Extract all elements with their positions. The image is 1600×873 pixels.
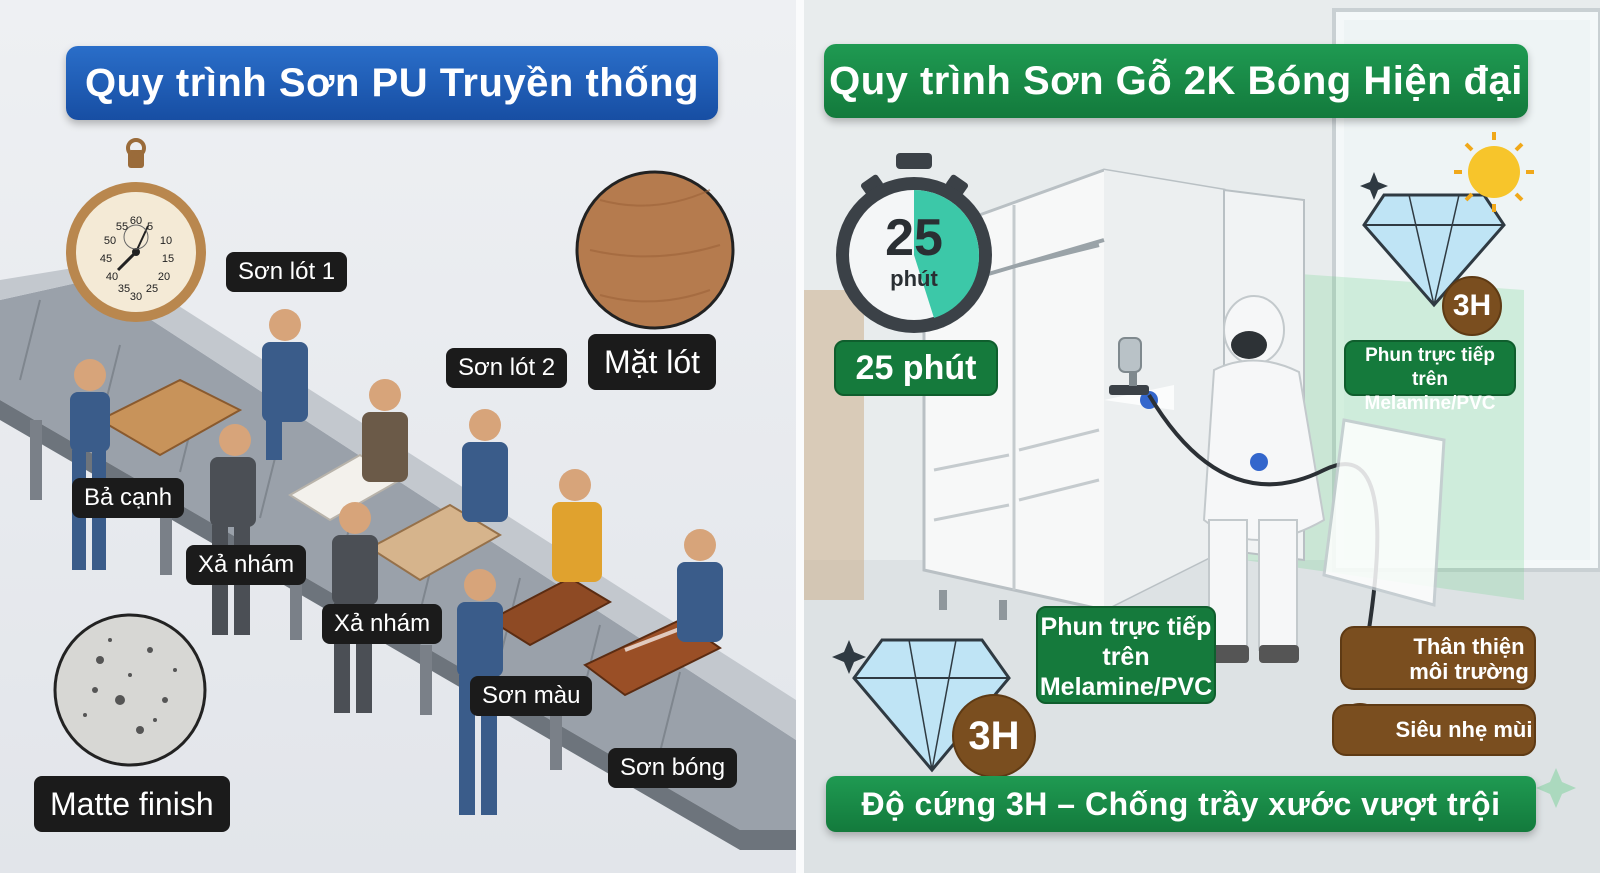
wood-sample-icon <box>575 170 735 330</box>
eco-friendly-badge[interactable]: Thân thiện môi trường <box>1340 626 1536 690</box>
worker-5 <box>462 409 508 522</box>
stopwatch-number: 25 <box>146 283 158 295</box>
label-sanding-2: Xả nhám <box>322 604 443 644</box>
traditional-title-banner: Quy trình Sơn PU Truyền thống <box>66 46 718 120</box>
low-odor-badge[interactable]: Siêu nhẹ mùi <box>1332 704 1536 756</box>
hardness-badge-large: 3H <box>952 694 1036 778</box>
stopwatch-number: 45 <box>100 253 112 265</box>
diamond-icon-large <box>852 638 1011 773</box>
timer-value: 25 <box>885 209 943 267</box>
hardness-badge-small: 3H <box>1442 276 1502 336</box>
glass-panel <box>1322 418 1446 607</box>
stopwatch-number: 55 <box>116 221 128 233</box>
worker-7 <box>552 469 602 582</box>
wood-board-colored <box>487 576 613 647</box>
stopwatch-number: 5 <box>147 221 153 233</box>
modern-title-banner: Quy trình Sơn Gỗ 2K Bóng Hiện đại <box>824 44 1528 118</box>
hardness-banner: Độ cứng 3H – Chống trầy xước vượt trội <box>826 776 1536 832</box>
sparkle-icon-corner <box>1536 768 1576 808</box>
label-primer-2: Sơn lót 2 <box>446 348 568 388</box>
matte-swatch-icon <box>53 613 207 767</box>
panel-divider <box>796 0 804 873</box>
label-primer-1: Sơn lót 1 <box>226 252 348 292</box>
worker-9 <box>677 529 723 642</box>
stopwatch-number: 30 <box>130 291 142 303</box>
spray-note-top: Phun trực tiếp trên Melamine/PVC <box>1344 340 1516 414</box>
label-primer-face: Mặt lót <box>588 334 717 390</box>
diamond-icon <box>1362 193 1506 308</box>
timer-label: 25 phút <box>834 340 998 396</box>
wood-board-primed <box>368 503 502 582</box>
label-matte-finish: Matte finish <box>34 776 230 832</box>
modern-2k-panel: Quy trình Sơn Gỗ 2K Bóng Hiện đại 25 phú… <box>804 0 1600 873</box>
stopwatch-number: 60 <box>130 215 142 227</box>
timer-unit: phút <box>890 266 938 291</box>
stopwatch-number: 10 <box>160 235 172 247</box>
sparkle-icon-left <box>832 640 866 674</box>
stopwatch-number: 35 <box>118 283 130 295</box>
worker-4 <box>362 379 408 482</box>
wood-board-raw <box>97 378 243 457</box>
stopwatch-number: 20 <box>158 271 170 283</box>
label-sanding-1: Xả nhám <box>186 545 307 585</box>
label-edge-filling: Bả cạnh <box>72 478 185 518</box>
stopwatch-number: 50 <box>104 235 116 247</box>
label-color-coat: Sơn màu <box>470 676 593 716</box>
stopwatch-number: 40 <box>106 271 118 283</box>
spray-note-center: Phun trực tiếp trên Melamine/PVC <box>1036 606 1216 704</box>
sun-icon <box>1454 132 1534 212</box>
worker-2 <box>262 309 308 460</box>
stopwatch-number: 15 <box>162 253 174 265</box>
painter <box>1140 295 1326 663</box>
timer-icon <box>836 153 992 333</box>
sparkle-icon <box>1360 172 1388 200</box>
label-gloss-coat: Sơn bóng <box>608 748 738 788</box>
